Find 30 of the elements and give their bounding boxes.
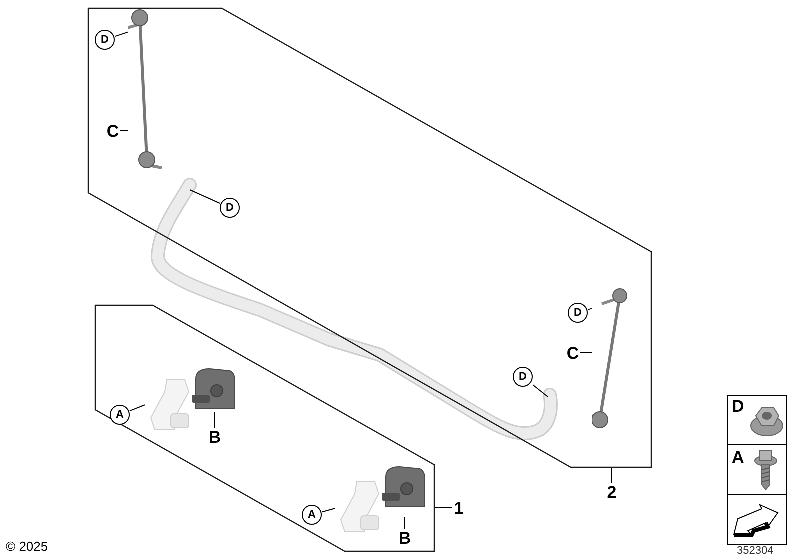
leader-line [404,516,406,530]
callout-letter: C [566,344,580,362]
leader-line [130,404,146,412]
leader-line [120,130,128,132]
leader-line [588,308,592,310]
diagram-number: 352304 [737,546,774,557]
callout-letter: B [398,529,412,547]
callout-letter: D [95,30,115,50]
callout-letter: D [568,303,588,323]
leader-line [190,190,220,204]
callout-letter: A [302,505,322,525]
callout-letter: 2 [605,483,619,501]
rubber-bushing-drawing [190,367,237,412]
part-letter: D [732,398,744,415]
callout-letter: 1 [452,499,466,517]
part-letter: A [732,449,744,466]
copyright-text: © 2025 [6,540,48,553]
leader-line [214,412,216,428]
leader-line [532,384,548,398]
callout-letter: C [106,122,120,140]
callout-letter: D [513,367,533,387]
leader-line [114,32,128,38]
callout-letter: D [220,198,240,218]
kit-outline [95,305,435,552]
callout-letter: A [110,405,130,425]
stabilizer-link-drawing [128,8,162,170]
callout-letter: B [208,428,222,446]
leader-line [322,508,336,513]
stabilizer-link-drawing [592,288,628,430]
leader-line [580,352,592,354]
